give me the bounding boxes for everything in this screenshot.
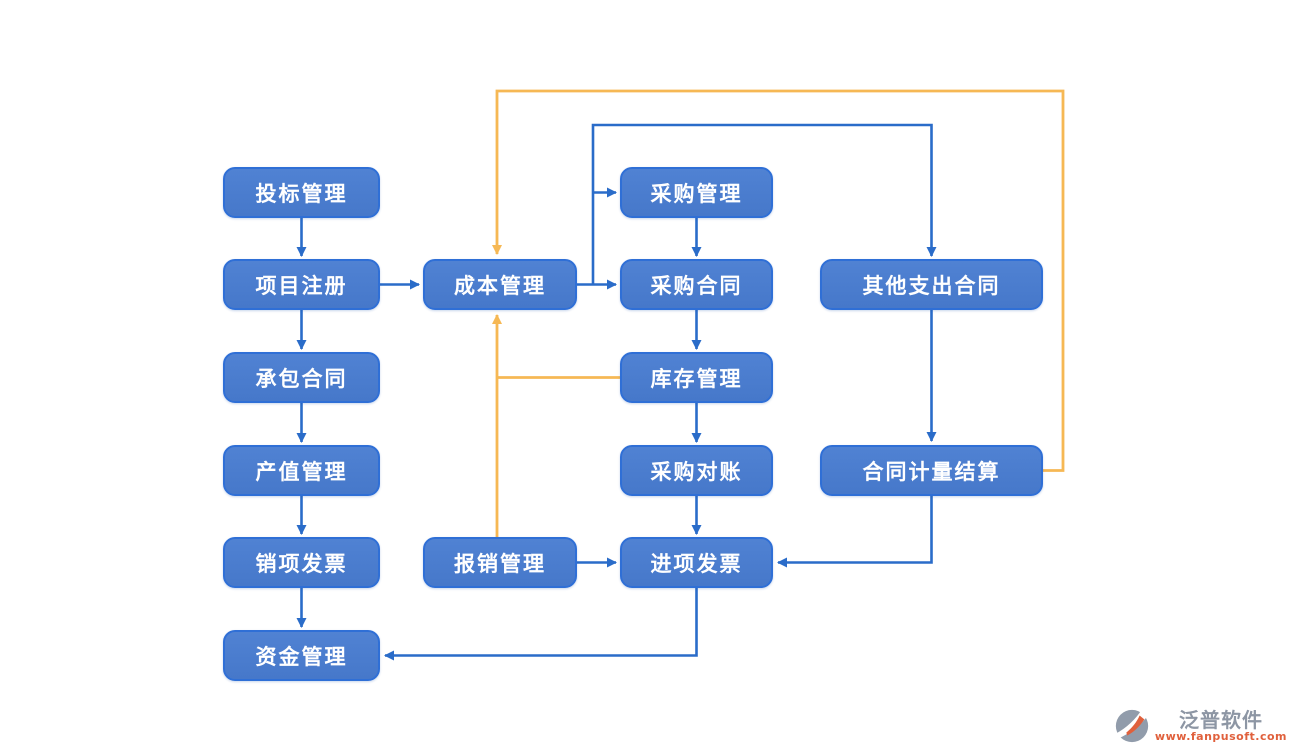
node-bidding-management: 投标管理: [223, 167, 380, 218]
node-output-invoice: 销项发票: [223, 537, 380, 588]
company-website: www.fanpusoft.com: [1154, 729, 1287, 743]
company-name: 泛普软件: [1178, 707, 1263, 732]
node-purchase-contract: 采购合同: [620, 259, 773, 310]
node-contract-measurement-settlement: 合同计量结算: [820, 445, 1043, 496]
node-input-invoice: 进项发票: [620, 537, 773, 588]
node-reimbursement-management: 报销管理: [423, 537, 577, 588]
node-output-value-management: 产值管理: [223, 445, 380, 496]
edge-input-invoice-to-fund: [384, 588, 698, 661]
node-fund-management: 资金管理: [223, 630, 380, 681]
fanpusoft-logo: 泛普软件 www.fanpusoft.com: [1113, 707, 1287, 745]
node-cost-management: 成本管理: [423, 259, 577, 310]
edge-settlement-to-input-invoice: [777, 496, 933, 568]
fanpusoft-logo-text: 泛普软件 www.fanpusoft.com: [1154, 707, 1287, 743]
node-contracting-contract: 承包合同: [223, 352, 380, 403]
node-project-registration: 项目注册: [223, 259, 380, 310]
node-other-expense-contract: 其他支出合同: [820, 259, 1043, 310]
fanpusoft-logo-icon: [1113, 707, 1151, 745]
node-inventory-management: 库存管理: [620, 352, 773, 403]
node-purchase-reconciliation: 采购对账: [620, 445, 773, 496]
node-purchase-management: 采购管理: [620, 167, 773, 218]
